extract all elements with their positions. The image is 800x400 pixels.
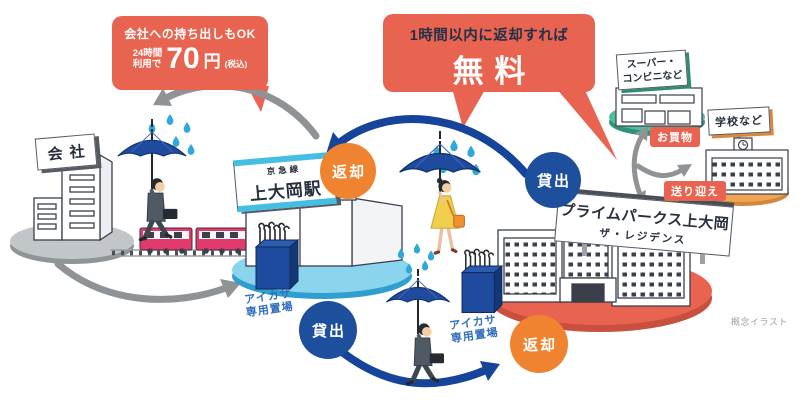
rent-badge-residence: 貸出 <box>525 152 581 208</box>
price-duration: 24時間 利用で <box>132 47 163 70</box>
bubble-tail-free-left <box>452 88 486 128</box>
arrow-station-to-company <box>153 82 320 140</box>
woman-figure <box>430 178 465 255</box>
arrow-residence-school <box>635 163 692 178</box>
company-sign: 会社 <box>34 133 98 171</box>
price-bubble: 会社への持ち出しもOK 24時間 利用で 70 円 (税込) <box>112 16 268 90</box>
bubble-tail-free-right <box>556 88 617 160</box>
free-bubble: 1時間以内に返却すれば 無料 <box>383 14 595 92</box>
school-sign: 学校など <box>707 106 771 136</box>
supermarket-sign: スーパー・ コンビニなど <box>615 49 689 91</box>
return-badge-station: 返却 <box>320 143 376 199</box>
arrow-station-to-residence <box>338 348 500 388</box>
pickup-badge: 送り迎え <box>664 181 726 201</box>
school-building <box>705 128 789 195</box>
keikyu-train-icon <box>139 227 249 254</box>
return-badge-residence: 返却 <box>510 315 568 373</box>
company-building <box>33 146 113 242</box>
shopping-badge: お買物 <box>650 127 700 147</box>
umbrella-icon-businessman-2 <box>385 269 451 334</box>
free-text: 無料 <box>452 54 537 89</box>
rent-badge-station: 貸出 <box>299 301 357 359</box>
umbrella-stand-residence <box>461 248 503 314</box>
free-condition-text: 1時間以内に返却すれば <box>409 28 569 44</box>
arrow-company-to-station <box>54 260 241 303</box>
supermarket-building <box>615 82 703 127</box>
price-tax-note: (税込) <box>224 59 248 69</box>
price-amount: 70 <box>166 42 200 75</box>
price-unit: 円 <box>203 52 221 71</box>
concept-illustration-note: 概念イラスト <box>731 317 788 327</box>
price-row: 24時間 利用で 70 円 (税込) <box>112 44 268 74</box>
price-bubble-headline: 会社への持ち出しもOK <box>124 27 256 41</box>
